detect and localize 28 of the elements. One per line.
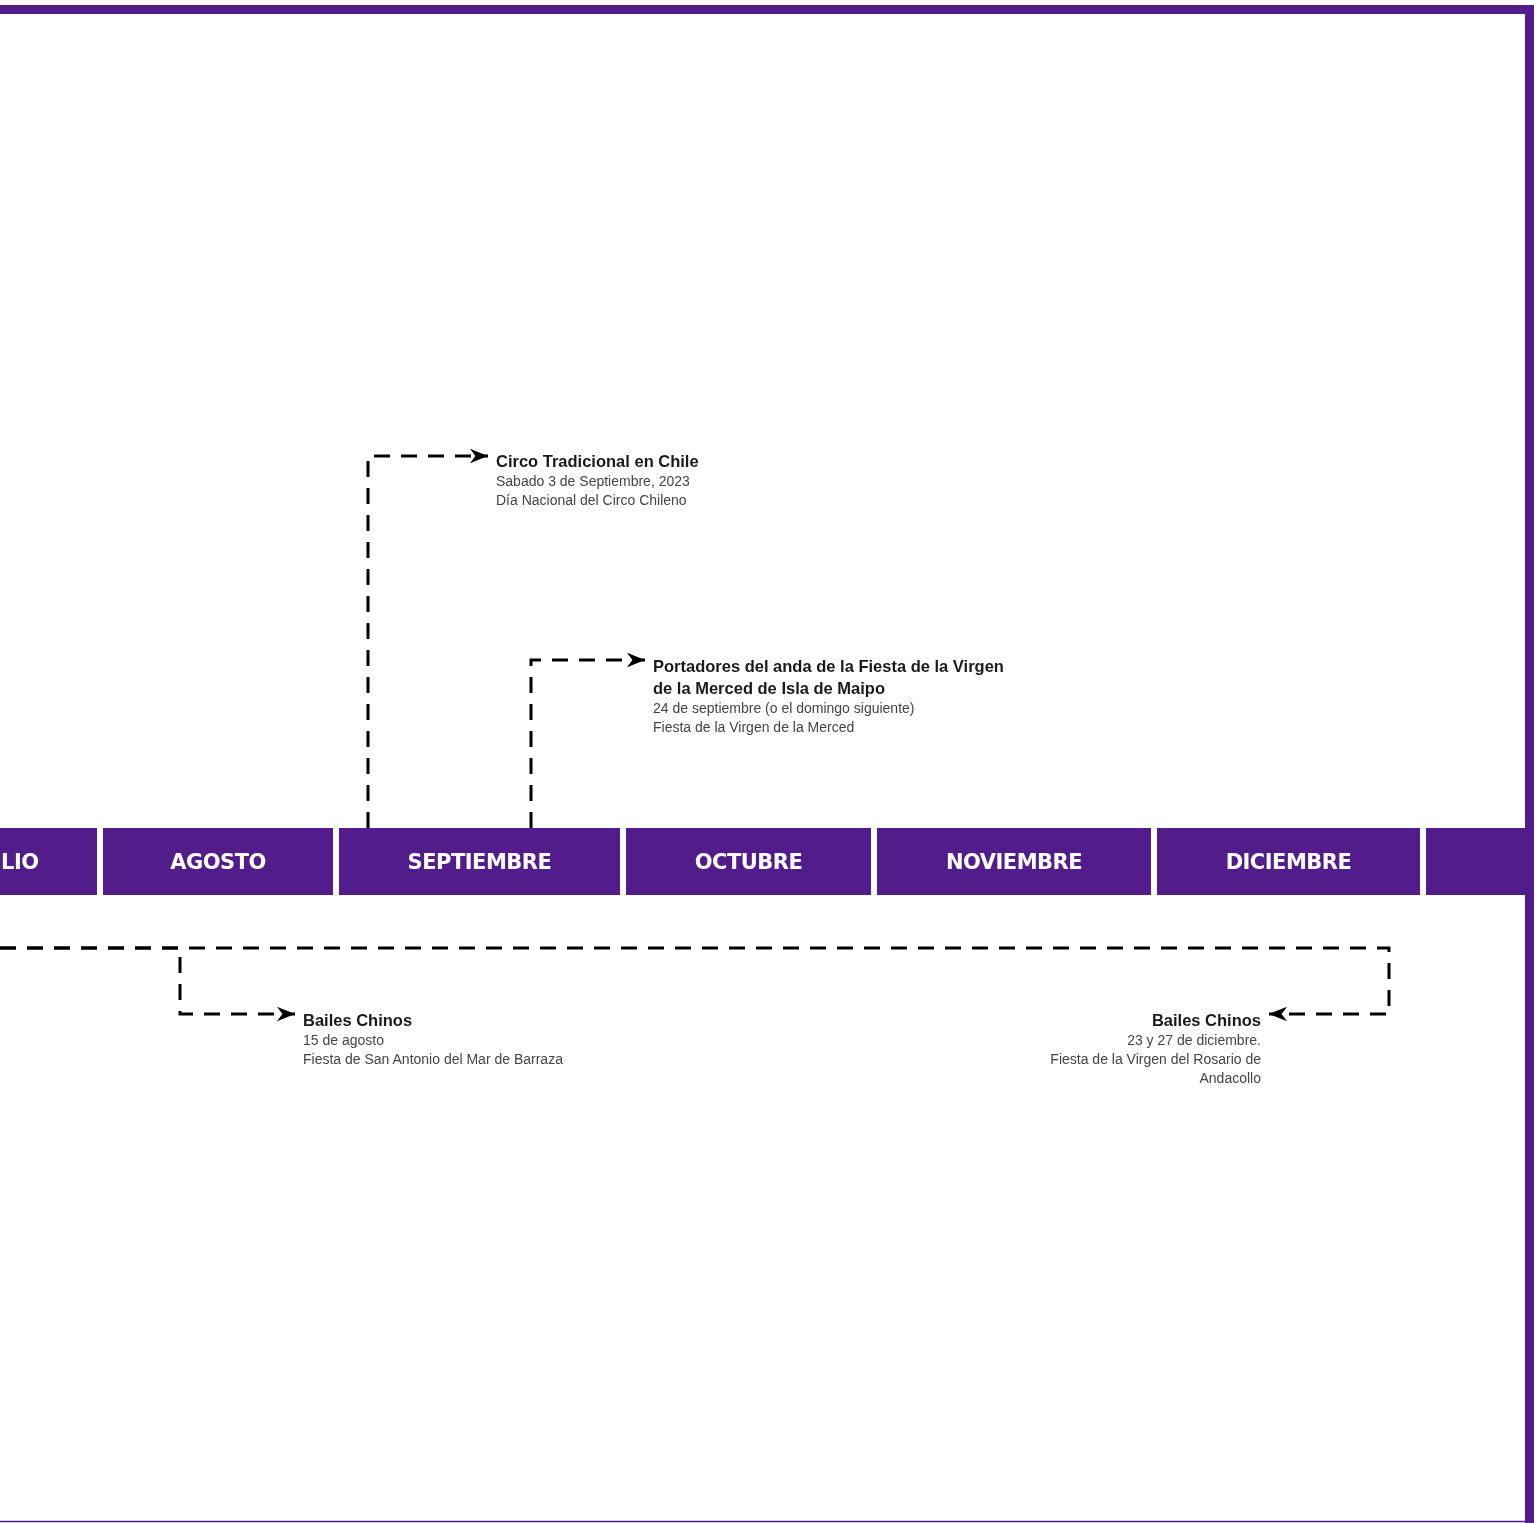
event-detail: Fiesta de la Virgen de la Merced [653,718,856,737]
month-name: SEPTIEMBRE [407,849,552,874]
month-header [1157,828,1420,895]
event-title: Portadores del anda de la Fiesta de la Virgen de la Merced de Isla de Maipo [653,656,1005,699]
event-detail: Fiesta de San Antonio del Mar de Barraza [303,1050,564,1069]
event-detail: Sabado 3 de Septiembre, 2023 [496,472,691,491]
event-title: Bailes Chinos [303,1010,414,1031]
event-detail: 15 de agosto [303,1031,385,1050]
dashed-arrow [366,448,488,828]
dashed-arrow [529,652,645,828]
month-name: LIO [1,849,39,874]
month-header [103,828,333,895]
month-header [339,828,620,895]
month-header [626,828,871,895]
event-detail: 23 y 27 de diciembre. [1126,1031,1261,1050]
month-header [877,828,1151,895]
month-header [0,828,97,895]
month-bar [1426,828,1526,895]
dashed-arrow [0,946,1391,1022]
month-name: DICIEMBRE [1225,849,1352,874]
event-title: Bailes Chinos [1150,1010,1261,1031]
month-name: OCTUBRE [694,849,803,874]
event-detail: Fiesta de la Virgen del Rosario de Andacollo [1049,1050,1261,1088]
month-name: AGOSTO [170,849,266,874]
event-detail: 24 de septiembre (o el domingo siguiente) [653,699,916,718]
month-name: NOVIEMBRE [945,849,1083,874]
event-title: Circo Tradicional en Chile [496,451,700,472]
event-detail: Día Nacional del Circo Chileno [496,491,688,510]
